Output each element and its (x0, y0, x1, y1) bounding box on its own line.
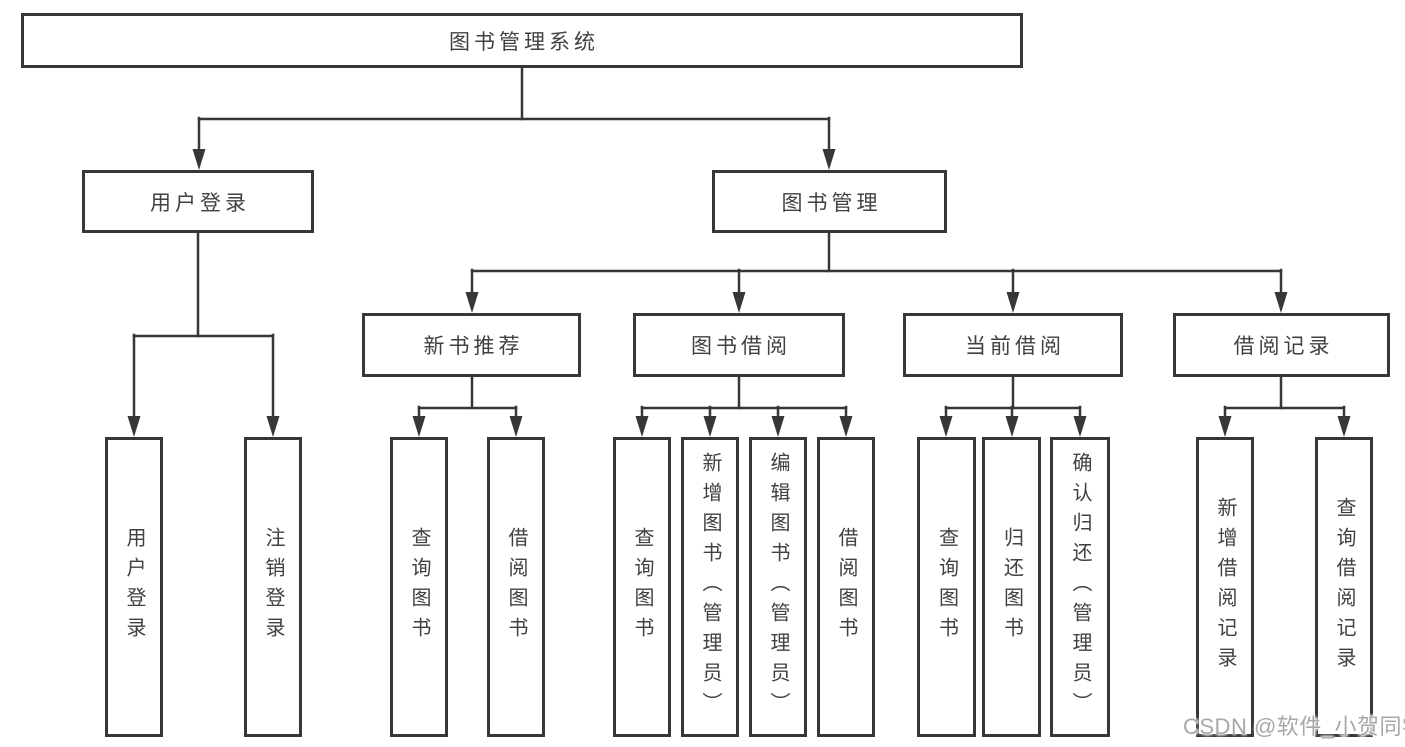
node-leaf-add-books-admin: 新增图书（管理员） (681, 437, 739, 737)
node-new-book-recommendation: 新书推荐 (362, 313, 581, 377)
node-borrowing-records: 借阅记录 (1173, 313, 1390, 377)
node-leaf-query-books-borrowing: 查询图书 (613, 437, 671, 737)
node-leaf-query-books-recommend: 查询图书 (390, 437, 448, 737)
node-leaf-add-borrow-record: 新增借阅记录 (1196, 437, 1254, 737)
node-leaf-borrow-books-recommend: 借阅图书 (487, 437, 545, 737)
node-leaf-user-login: 用户登录 (105, 437, 163, 737)
csdn-watermark: CSDN @软件_小贺同学 (1183, 714, 1405, 739)
node-current-borrowing: 当前借阅 (903, 313, 1123, 377)
node-book-borrowing: 图书借阅 (633, 313, 845, 377)
node-library-system: 图书管理系统 (21, 13, 1023, 68)
node-leaf-edit-books-admin: 编辑图书（管理员） (749, 437, 807, 737)
node-leaf-borrow-books-borrowing: 借阅图书 (817, 437, 875, 737)
node-leaf-query-borrow-record: 查询借阅记录 (1315, 437, 1373, 737)
node-leaf-return-books: 归还图书 (982, 437, 1041, 737)
node-user-login: 用户登录 (82, 170, 314, 233)
node-book-management: 图书管理 (712, 170, 947, 233)
node-leaf-logout: 注销登录 (244, 437, 302, 737)
node-leaf-confirm-return-admin: 确认归还（管理员） (1050, 437, 1110, 737)
node-leaf-query-books-current: 查询图书 (917, 437, 976, 737)
